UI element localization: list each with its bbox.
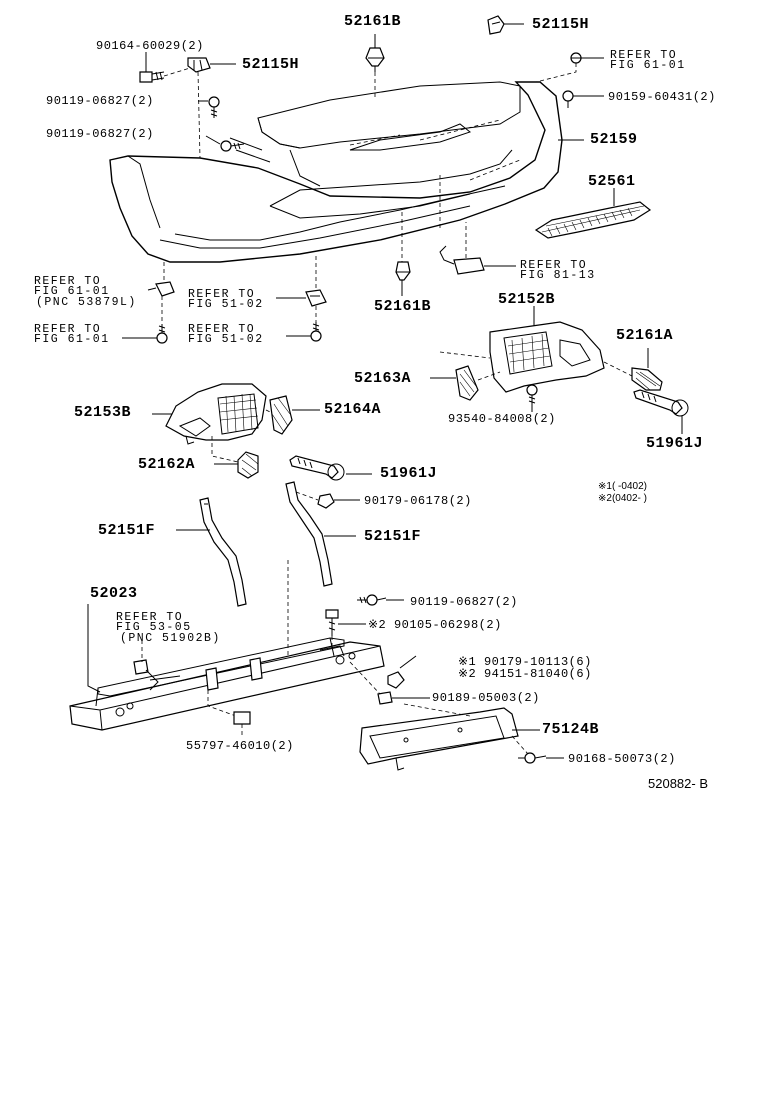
nut-refer-fig61-01-top (570, 52, 582, 64)
label-52161B-mid: 52161B (374, 298, 432, 315)
bracket-52153B (165, 383, 267, 445)
label-90179-06178: 90179-06178(2) (364, 494, 472, 508)
screw-90168-50073 (518, 752, 547, 764)
label-52153B: 52153B (74, 404, 132, 421)
bolt-90105-06298 (325, 609, 339, 636)
label-90105-06298: ※2 90105-06298(2) (368, 618, 502, 632)
label-refer-to-51-02-a: REFER TO (188, 288, 256, 301)
label-refer-to-top: REFER TO (610, 49, 678, 62)
label-52023: 52023 (90, 585, 138, 602)
bracket-52152B (489, 321, 605, 393)
screw-90159-60431 (562, 90, 574, 108)
label-90164-60029: 90164-60029(2) (96, 39, 204, 53)
license-bracket-75124B (359, 707, 519, 771)
tow-hook-51961J-right (633, 389, 689, 417)
reflector-52163A (455, 365, 479, 401)
label-fig-61-01-b: FIG 61-01 (34, 333, 110, 346)
label-52162A: 52162A (138, 456, 196, 473)
clip-52115H-top (487, 15, 505, 35)
label-note-2: ※2(0402- ) (598, 493, 647, 504)
label-51961J-right: 51961J (646, 435, 704, 452)
label-refer-to-81-13: REFER TO (520, 259, 588, 272)
nut-90179-10113 (387, 671, 405, 689)
label-fig-61-01-a: FIG 61-01 (34, 285, 110, 298)
label-52151F-right: 52151F (364, 528, 422, 545)
grille-52561 (534, 201, 652, 239)
bolt-90164-60029 (139, 71, 165, 83)
label-55797-46010: 55797-46010(2) (186, 739, 294, 753)
bracket-refer-fig61-01-a (147, 281, 175, 297)
reflector-52161A (631, 367, 663, 391)
label-90119-06827-a: 90119-06827(2) (46, 94, 154, 108)
label-52115H-top: 52115H (532, 16, 590, 33)
bracket-refer-fig51-02-a (305, 289, 327, 307)
drawing-number: 520882- B (648, 776, 708, 791)
screw-refer-fig51-02-b (310, 322, 322, 342)
label-90189-05003: 90189-05003(2) (432, 691, 540, 705)
stay-52151F-left (199, 497, 247, 607)
screw-93540-84008 (526, 384, 538, 404)
screw-refer-fig61-01-b (156, 324, 168, 344)
reinforcement-52023 (69, 637, 385, 731)
label-52164A: 52164A (324, 401, 382, 418)
label-90119-06827-b: 90119-06827(2) (46, 127, 154, 141)
label-94151-81040: ※2 94151-81040(6) (458, 667, 592, 681)
clip-52161B-top (365, 47, 385, 72)
label-52163A: 52163A (354, 370, 412, 387)
clip-52115H-left (187, 57, 211, 73)
stay-52151F-right (285, 481, 333, 587)
connector-refer-fig81-13 (439, 245, 485, 275)
label-pnc-51902b: (PNC 51902B) (120, 632, 221, 645)
label-90179-10113: ※1 90179-10113(6) (458, 655, 592, 669)
grommet-90189-05003 (377, 691, 393, 705)
bumper-cover-52159 (109, 81, 563, 263)
label-93540-84008: 93540-84008(2) (448, 412, 556, 426)
label-pnc-53879l: (PNC 53879L) (36, 296, 137, 309)
screw-90119-06827-b (220, 140, 245, 152)
label-51961J-mid: 51961J (380, 465, 438, 482)
screw-90119-06827-c (357, 594, 387, 606)
nut-90179-06178 (317, 493, 335, 509)
label-52161A: 52161A (616, 327, 674, 344)
label-refer-to-61-01-b: REFER TO (34, 323, 102, 336)
label-75124B: 75124B (542, 721, 600, 738)
label-fig-51-02-b: FIG 51-02 (188, 333, 264, 346)
reflector-52164A (269, 395, 293, 435)
label-52161B-top: 52161B (344, 13, 402, 30)
label-fig-51-02-a: FIG 51-02 (188, 298, 264, 311)
reflector-52162A (237, 451, 259, 479)
clip-55797-46010 (233, 711, 251, 725)
clip-52161B-mid (395, 261, 411, 281)
tow-hook-51961J-mid (289, 455, 345, 481)
label-52159: 52159 (590, 131, 638, 148)
label-52561: 52561 (588, 173, 636, 190)
label-90159-60431: 90159-60431(2) (608, 90, 716, 104)
screw-90119-06827-a (208, 96, 220, 118)
label-52115H-left: 52115H (242, 56, 300, 73)
label-refer-to-53-05: REFER TO (116, 611, 184, 624)
label-90168-50073: 90168-50073(2) (568, 752, 676, 766)
label-90119-06827-c: 90119-06827(2) (410, 595, 518, 609)
label-52152B: 52152B (498, 291, 556, 308)
label-refer-to-51-02-b: REFER TO (188, 323, 256, 336)
label-52151F-left: 52151F (98, 522, 156, 539)
label-note-1: ※1( -0402) (598, 481, 647, 492)
label-fig-81-13: FIG 81-13 (520, 269, 596, 282)
label-fig-53-05: FIG 53-05 (116, 621, 192, 634)
label-refer-to-61-01-a: REFER TO (34, 275, 102, 288)
label-fig-61-01-top: FIG 61-01 (610, 59, 686, 72)
